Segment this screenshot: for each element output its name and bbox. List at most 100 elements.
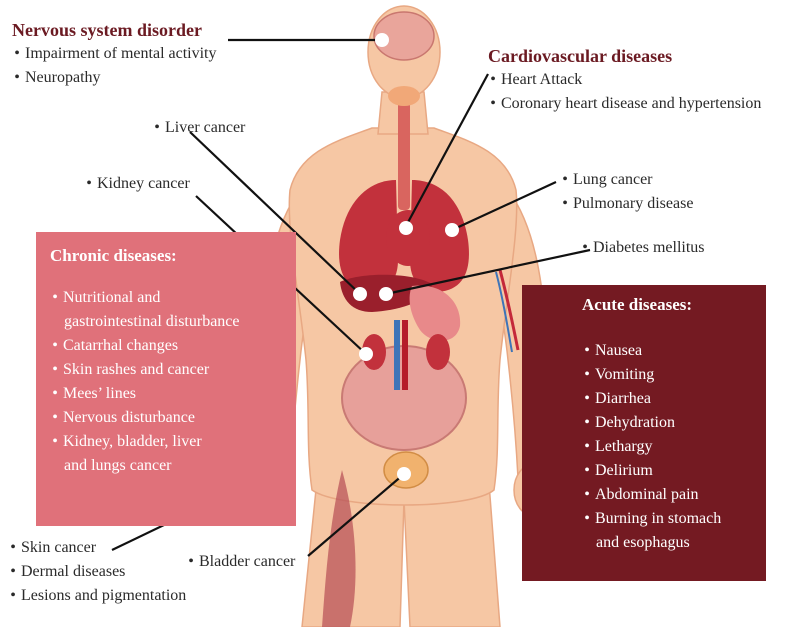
box-item-text: Nausea xyxy=(595,342,642,359)
box-item-text: Skin rashes and cancer xyxy=(63,361,209,378)
acute-heading: Acute diseases: xyxy=(582,295,766,315)
bullet-icon: • xyxy=(582,507,592,531)
bullet-icon: • xyxy=(8,536,18,560)
bullet-icon: • xyxy=(12,66,22,90)
diabetes-label: •Diabetes mellitus xyxy=(580,236,705,260)
box-item: gastrointestinal disturbance xyxy=(50,310,296,334)
box-item-text: Mees’ lines xyxy=(63,385,136,402)
box-item: •Nutritional and xyxy=(50,286,296,310)
box-item: •Vomiting xyxy=(582,363,766,387)
box-item: •Abdominal pain xyxy=(582,483,766,507)
label-item: •Diabetes mellitus xyxy=(580,236,705,260)
box-item: •Burning in stomach xyxy=(582,507,766,531)
box-item: •Catarrhal changes xyxy=(50,334,296,358)
label-item: •Bladder cancer xyxy=(186,550,295,574)
label-item-text: Diabetes mellitus xyxy=(593,239,705,256)
cardiovascular-heading: Cardiovascular diseases xyxy=(488,44,761,68)
label-item-text: Impairment of mental activity xyxy=(25,45,217,62)
box-item-text: Vomiting xyxy=(595,366,654,383)
cardiovascular-label: Cardiovascular diseases •Heart Attack•Co… xyxy=(488,44,761,116)
label-item: •Neuropathy xyxy=(12,66,217,90)
box-item-text: Kidney, bladder, liver xyxy=(63,433,202,450)
box-item-text: Nervous disturbance xyxy=(63,409,195,426)
bullet-icon: • xyxy=(582,483,592,507)
label-item: •Liver cancer xyxy=(152,116,245,140)
skin-label: •Skin cancer•Dermal diseases•Lesions and… xyxy=(8,536,186,608)
larynx xyxy=(388,86,420,106)
box-item: •Diarrhea xyxy=(582,387,766,411)
box-item: •Dehydration xyxy=(582,411,766,435)
bladder-cancer-label: •Bladder cancer xyxy=(186,550,295,574)
bullet-icon: • xyxy=(50,430,60,454)
liver-cancer-label: •Liver cancer xyxy=(152,116,245,140)
bullet-icon: • xyxy=(50,382,60,406)
bullet-icon: • xyxy=(582,363,592,387)
bullet-icon: • xyxy=(50,286,60,310)
label-item: •Impairment of mental activity xyxy=(12,42,217,66)
box-item: •Lethargy xyxy=(582,435,766,459)
chronic-items: •Nutritional andgastrointestinal disturb… xyxy=(50,286,296,478)
bullet-icon: • xyxy=(152,116,162,140)
acute-diseases-box: Acute diseases: •Nausea•Vomiting•Diarrhe… xyxy=(522,285,766,581)
dot-liver xyxy=(353,287,367,301)
right-kidney xyxy=(426,334,450,370)
bladder-items: •Bladder cancer xyxy=(186,550,295,574)
cardiovascular-items: •Heart Attack•Coronary heart disease and… xyxy=(488,68,761,116)
box-item-text: and lungs cancer xyxy=(64,457,172,474)
bullet-icon: • xyxy=(560,168,570,192)
bullet-icon: • xyxy=(488,68,498,92)
label-item: •Dermal diseases xyxy=(8,560,186,584)
bullet-icon: • xyxy=(582,435,592,459)
bullet-icon: • xyxy=(582,459,592,483)
bullet-icon: • xyxy=(582,339,592,363)
bullet-icon: • xyxy=(84,172,94,196)
box-item-text: Burning in stomach xyxy=(595,510,721,527)
kidney-cancer-label: •Kidney cancer xyxy=(84,172,190,196)
bullet-icon: • xyxy=(582,411,592,435)
dot-heart xyxy=(399,221,413,235)
liver-items: •Liver cancer xyxy=(152,116,245,140)
label-item: •Lung cancer xyxy=(560,168,693,192)
label-item-text: Liver cancer xyxy=(165,119,245,136)
label-item: •Lesions and pigmentation xyxy=(8,584,186,608)
bullet-icon: • xyxy=(580,236,590,260)
box-item: •Nausea xyxy=(582,339,766,363)
bullet-icon: • xyxy=(488,92,498,116)
box-item-text: Lethargy xyxy=(595,438,652,455)
diabetes-items: •Diabetes mellitus xyxy=(580,236,705,260)
label-item: •Heart Attack xyxy=(488,68,761,92)
chronic-heading: Chronic diseases: xyxy=(50,246,296,266)
box-item-text: Nutritional and xyxy=(63,289,160,306)
dot-bladder xyxy=(397,467,411,481)
chronic-diseases-box: Chronic diseases: •Nutritional andgastro… xyxy=(36,232,296,526)
box-item-text: Catarrhal changes xyxy=(63,337,178,354)
nervous-system-heading: Nervous system disorder xyxy=(12,18,217,42)
label-item-text: Skin cancer xyxy=(21,539,96,556)
dot-lung xyxy=(445,223,459,237)
box-item: •Skin rashes and cancer xyxy=(50,358,296,382)
box-item: and esophagus xyxy=(582,531,766,555)
bullet-icon: • xyxy=(12,42,22,66)
label-item-text: Lesions and pigmentation xyxy=(21,587,186,604)
box-item: •Kidney, bladder, liver xyxy=(50,430,296,454)
kidney-items: •Kidney cancer xyxy=(84,172,190,196)
bullet-icon: • xyxy=(50,358,60,382)
dot-pancreas xyxy=(379,287,393,301)
bullet-icon: • xyxy=(8,584,18,608)
label-item-text: Dermal diseases xyxy=(21,563,125,580)
bullet-icon: • xyxy=(582,387,592,411)
label-item-text: Kidney cancer xyxy=(97,175,190,192)
label-item: •Pulmonary disease xyxy=(560,192,693,216)
label-item-text: Heart Attack xyxy=(501,71,582,88)
box-item: and lungs cancer xyxy=(50,454,296,478)
trachea xyxy=(398,100,410,210)
bullet-icon: • xyxy=(50,334,60,358)
box-item-text: and esophagus xyxy=(596,534,690,551)
lung-items: •Lung cancer•Pulmonary disease xyxy=(560,168,693,216)
box-item: •Mees’ lines xyxy=(50,382,296,406)
bullet-icon: • xyxy=(8,560,18,584)
label-item: •Kidney cancer xyxy=(84,172,190,196)
bullet-icon: • xyxy=(50,406,60,430)
box-item-text: Abdominal pain xyxy=(595,486,699,503)
